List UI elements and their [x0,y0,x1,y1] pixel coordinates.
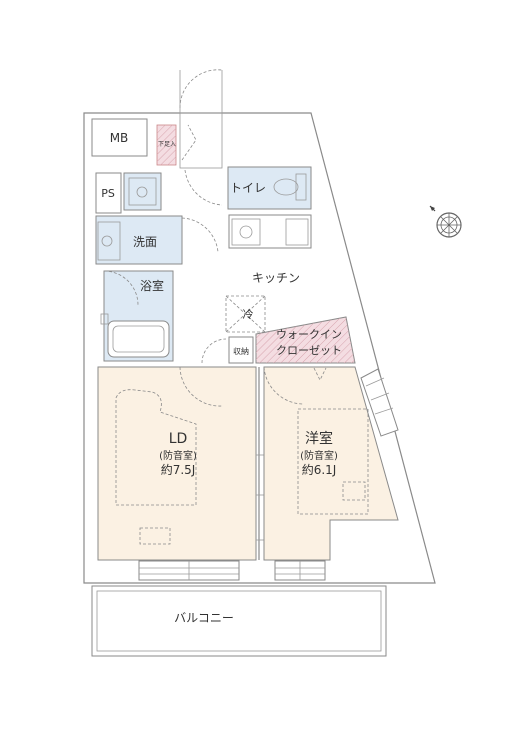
bathtub [107,320,170,358]
ld-size: 約7.5J [161,462,196,477]
balcony-label: バルコニー [174,611,234,625]
washroom [95,215,183,265]
western-room [263,366,399,561]
mb-closet [91,118,148,157]
walk-in-closet-label-2: クローゼット [276,344,342,357]
kitchen-sink [239,225,253,239]
storage-label: 収納 [233,346,249,356]
western-room-sub: (防音室) [300,449,338,462]
western-room-name: 洋室 [305,430,333,447]
ld-name: LD [169,431,188,447]
shoe-cabinet-label: 下足入 [158,141,176,148]
balcony [91,585,387,657]
washer-pan [123,172,162,211]
wash-basin [97,221,121,261]
fridge-label: 冷 [243,308,254,321]
side-window [360,368,399,437]
entrance-door [179,69,223,109]
fridge-space [225,295,266,333]
walk-in-closet-label-1: ウォークイン [276,328,342,341]
ld-sub: (防音室) [159,449,197,462]
kitchen-counter [228,214,312,249]
mb-label: MB [110,131,129,145]
kitchen-label: キッチン [252,271,300,285]
storage [228,336,254,364]
compass-icon [429,205,462,238]
ps-shaft [95,172,122,214]
stove [285,218,309,246]
toilet-bowl [273,178,299,196]
ps-label: PS [101,187,115,200]
washroom-label: 洗面 [133,235,157,249]
toilet-label: トイレ [230,181,266,195]
western-room-size: 約6.1J [302,462,337,477]
bath-label: 浴室 [140,278,164,293]
building-outline [83,112,436,584]
living-dining-room [97,366,257,561]
